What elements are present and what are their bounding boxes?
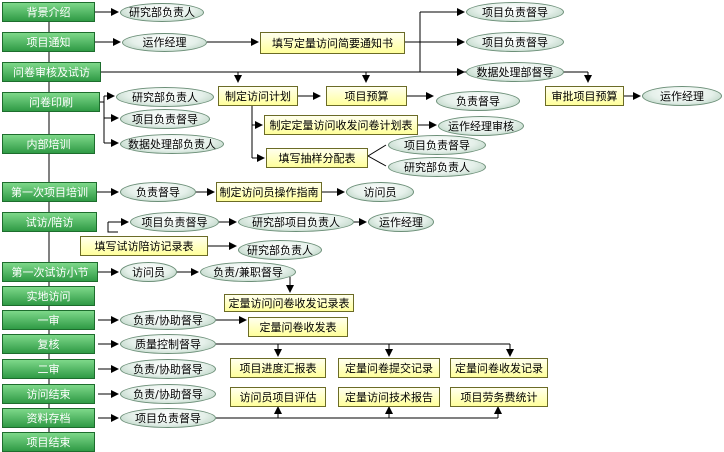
step-printing[interactable]: 问卷印刷	[2, 92, 100, 112]
step-project-notice[interactable]: 项目通知	[2, 32, 95, 52]
role-ops-manager[interactable]: 运作经理	[642, 86, 722, 106]
role-supervisor[interactable]: 负责督导	[120, 182, 196, 202]
role-qc-supervisor[interactable]: 质量控制督导	[120, 334, 216, 354]
role-project-supervisor[interactable]: 项目负责督导	[130, 212, 219, 232]
step-first-training[interactable]: 第一次项目培训	[2, 182, 97, 202]
role-research-head[interactable]: 研究部负责人	[120, 3, 204, 22]
doc-technical-report[interactable]: 定量访问技术报告	[338, 387, 440, 407]
doc-dispatch-record[interactable]: 定量问卷收发记录	[450, 358, 548, 378]
role-interviewer[interactable]: 访问员	[120, 262, 177, 282]
step-project-end[interactable]: 项目结束	[2, 432, 95, 452]
doc-interviewer-evaluation[interactable]: 访问员项目评估	[230, 387, 326, 407]
doc-brief-notice[interactable]: 填写定量访问简要通知书	[260, 32, 405, 54]
role-lead-assist-supervisor[interactable]: 负责/协助督导	[120, 310, 216, 330]
doc-visit-plan[interactable]: 制定访问计划	[218, 86, 298, 106]
doc-approve-budget[interactable]: 审批项目预算	[545, 86, 624, 106]
role-project-supervisor[interactable]: 项目负责督导	[466, 2, 564, 22]
step-questionnaire-review[interactable]: 问卷审核及试访	[2, 62, 101, 82]
role-project-supervisor[interactable]: 项目负责督导	[388, 135, 486, 155]
role-lead-assist-supervisor[interactable]: 负责/协助督导	[120, 384, 216, 404]
step-trial-visit[interactable]: 试访/陪访	[2, 212, 97, 232]
role-interviewer[interactable]: 访问员	[346, 182, 414, 202]
role-data-head[interactable]: 数据处理部负责人	[120, 134, 224, 154]
step-background[interactable]: 背景介绍	[2, 2, 95, 22]
step-trial-summary[interactable]: 第一次试访小节	[2, 262, 98, 282]
doc-dispatch-plan[interactable]: 制定定量访问收发问卷计划表	[264, 115, 418, 135]
role-ops-manager[interactable]: 运作经理	[122, 33, 207, 52]
doc-trial-visit-record[interactable]: 填写试访陪访记录表	[80, 236, 208, 256]
doc-submit-record[interactable]: 定量问卷提交记录	[338, 358, 440, 378]
step-second-review[interactable]: 二审	[2, 359, 95, 379]
doc-questionnaire-log[interactable]: 定量访问问卷收发记录表	[224, 294, 354, 312]
role-lead-assist-supervisor[interactable]: 负责/协助督导	[120, 359, 216, 379]
role-ops-manager-approve[interactable]: 运作经理审核	[438, 116, 524, 136]
doc-sampling-table[interactable]: 填写抽样分配表	[266, 148, 368, 168]
role-project-supervisor[interactable]: 项目负责督导	[120, 408, 216, 428]
doc-questionnaire-sheet[interactable]: 定量问卷收发表	[248, 317, 348, 337]
step-internal-training[interactable]: 内部培训	[2, 134, 95, 154]
doc-progress-report[interactable]: 项目进度汇报表	[230, 358, 326, 378]
role-research-head[interactable]: 研究部负责人	[388, 157, 486, 177]
step-recheck[interactable]: 复核	[2, 334, 95, 354]
doc-labor-cost[interactable]: 项目劳务费统计	[450, 387, 548, 407]
role-project-supervisor[interactable]: 项目负责督导	[466, 32, 564, 52]
role-research-head[interactable]: 研究部负责人	[116, 87, 214, 107]
step-visit-end[interactable]: 访问结束	[2, 384, 95, 404]
doc-project-budget[interactable]: 项目预算	[326, 86, 407, 106]
role-data-supervisor[interactable]: 数据处理部督导	[466, 62, 564, 82]
role-project-supervisor[interactable]: 项目负责督导	[120, 109, 210, 129]
role-ops-manager[interactable]: 运作经理	[368, 212, 434, 232]
step-first-review[interactable]: 一审	[2, 310, 95, 330]
role-supervisor[interactable]: 负责督导	[436, 91, 520, 111]
role-research-head[interactable]: 研究部负责人	[238, 240, 322, 260]
role-research-project-head[interactable]: 研究部项目负责人	[238, 212, 354, 232]
doc-interviewer-guide[interactable]: 制定访问员操作指南	[216, 182, 322, 202]
role-fulltime-parttime-supervisor[interactable]: 负责/兼职督导	[200, 262, 296, 282]
step-archive[interactable]: 资料存档	[2, 408, 95, 428]
step-field-visit[interactable]: 实地访问	[2, 286, 95, 306]
